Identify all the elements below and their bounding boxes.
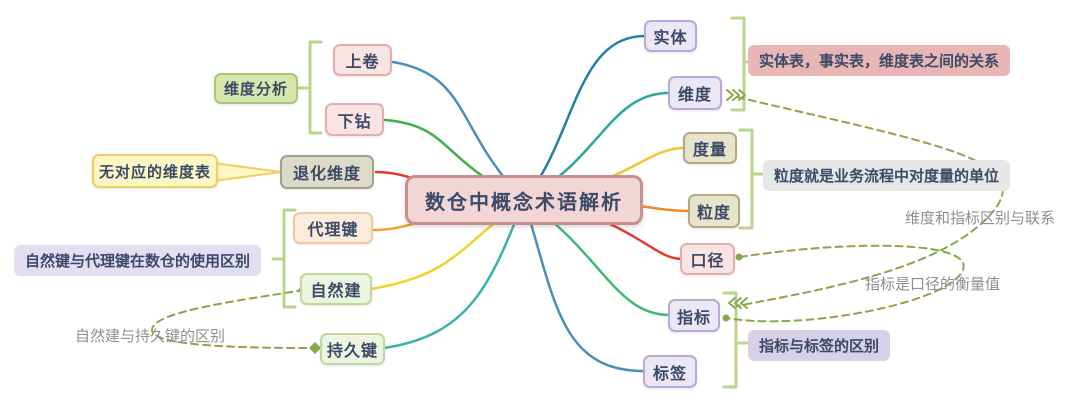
- dot-marker-caliber: [735, 253, 743, 261]
- note-indicator-vs-tag[interactable]: 指标与标签的区别: [748, 330, 891, 361]
- bracket-dimension-analysis-group: [297, 40, 323, 135]
- chevron-marker-indicator: [728, 297, 748, 309]
- node-roll-up[interactable]: 上卷: [333, 44, 392, 76]
- node-granularity[interactable]: 粒度: [688, 194, 740, 228]
- relation-label-dimension-vs-indicator[interactable]: 维度和指标区别与联系: [905, 210, 1056, 227]
- note-natural-vs-surrogate-usage[interactable]: 自然键与代理键在数仓的使用区别: [14, 245, 262, 276]
- node-dimension[interactable]: 维度: [668, 76, 722, 110]
- relation-line-natural-durable: [150, 289, 314, 349]
- relation-label-indicator-measures-caliber[interactable]: 指标是口径的衡量值: [865, 276, 1001, 293]
- node-dimension-analysis[interactable]: 维度分析: [214, 73, 298, 104]
- node-caliber[interactable]: 口径: [680, 243, 735, 275]
- bracket-key-group: [271, 208, 297, 309]
- note-granularity-definition[interactable]: 粒度就是业务流程中对度量的单位: [763, 160, 1011, 191]
- callout-tail: [213, 161, 282, 183]
- central-topic[interactable]: 数仓中概念术语解析: [405, 175, 643, 225]
- relation-line-indicator-caliber: [726, 244, 965, 323]
- node-entity[interactable]: 实体: [644, 20, 697, 52]
- node-tag[interactable]: 标签: [643, 355, 697, 388]
- bracket-measure-granularity-group: [738, 128, 765, 230]
- callout-no-dimension-table[interactable]: 无对应的维度表: [92, 154, 218, 188]
- branch-roll-up: [391, 60, 526, 202]
- node-surrogate-key[interactable]: 代理键: [293, 212, 373, 244]
- note-entity-fact-dimension-relation[interactable]: 实体表，事实表，维度表之间的关系: [748, 45, 1011, 76]
- dot-marker-indicator: [722, 314, 730, 322]
- node-indicator[interactable]: 指标: [668, 299, 720, 332]
- branch-tag: [522, 198, 646, 373]
- branch-durable-key: [382, 198, 526, 350]
- node-natural-key[interactable]: 自然建: [300, 273, 372, 305]
- node-drill-down[interactable]: 下钻: [325, 103, 384, 136]
- node-durable-key[interactable]: 持久键: [320, 333, 385, 365]
- relation-label-natural-vs-durable[interactable]: 自然建与持久键的区别: [75, 328, 226, 345]
- relation-line-dimension-indicator: [736, 96, 1004, 307]
- node-measure[interactable]: 度量: [683, 132, 737, 164]
- bracket-indicator-tag-group: [722, 291, 749, 389]
- chevron-marker-dimension: [726, 89, 746, 101]
- diamond-marker-durable-key: [309, 342, 321, 354]
- node-degenerate-dimension[interactable]: 退化维度: [280, 155, 374, 189]
